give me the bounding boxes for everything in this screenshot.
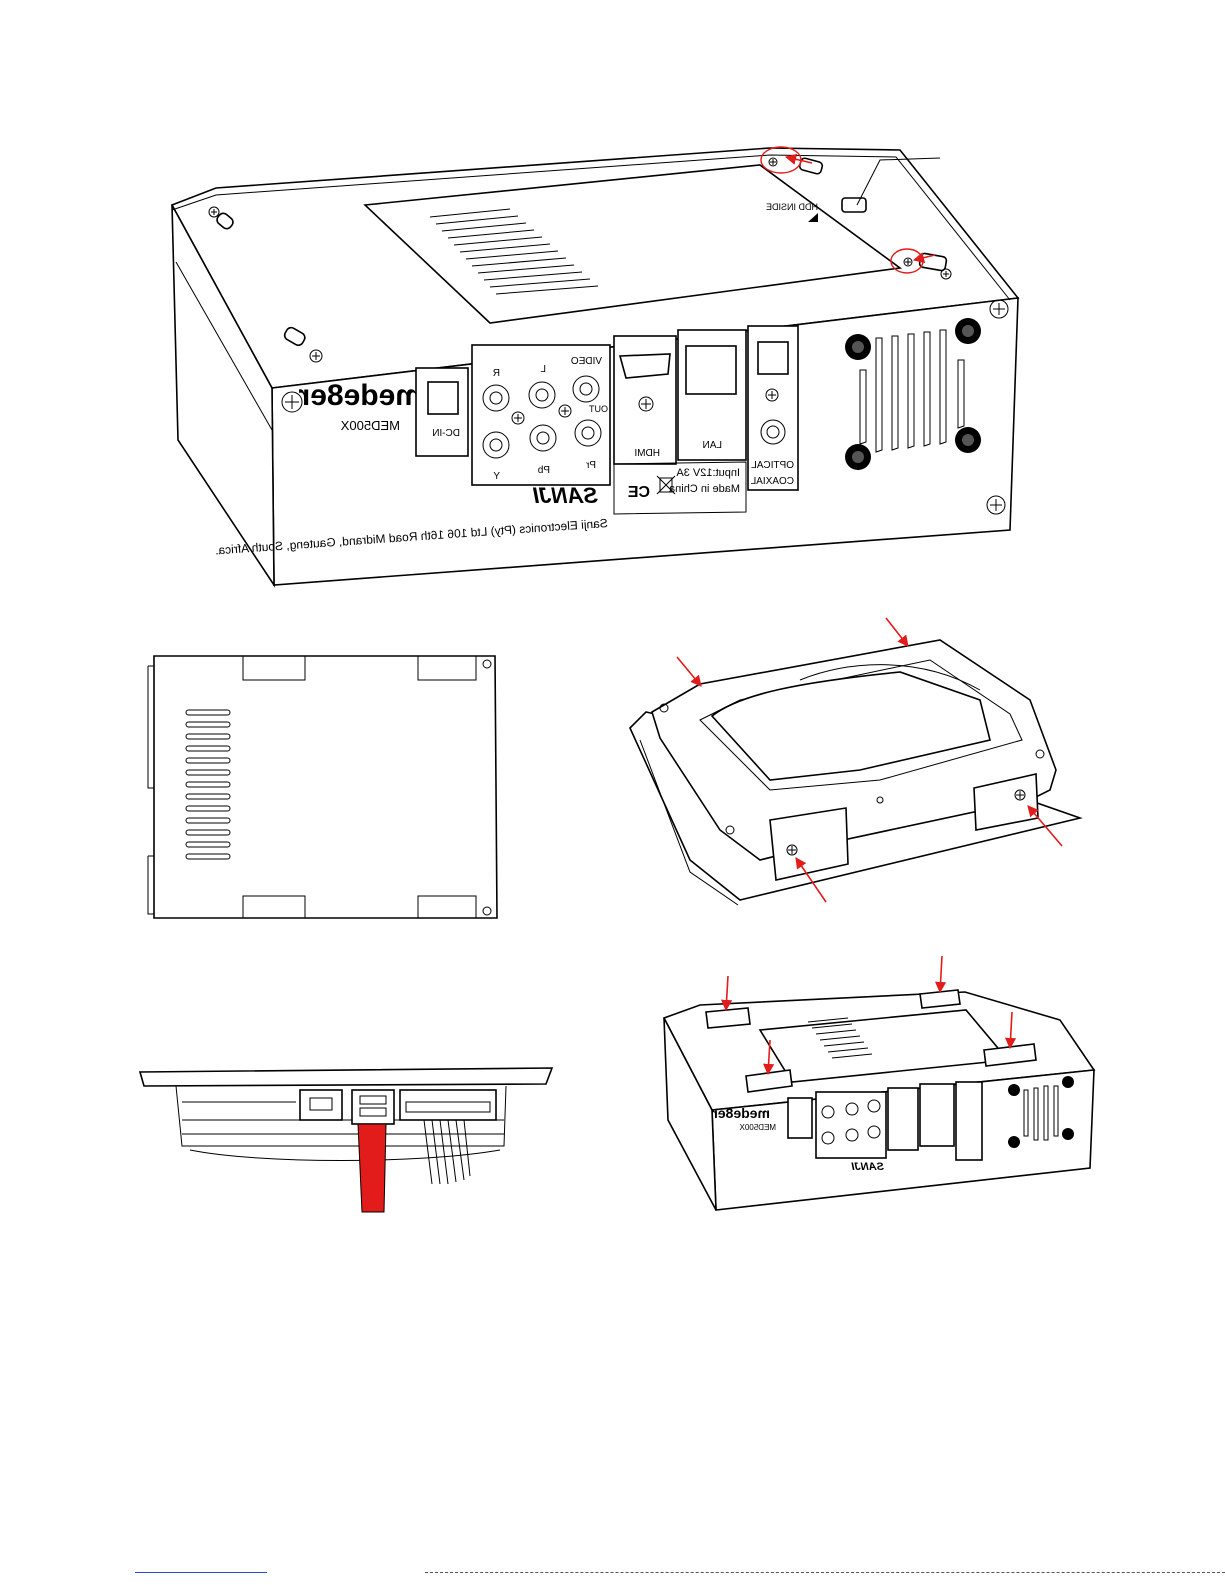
screw-icon — [787, 845, 797, 855]
brand-logo: mede8er — [298, 379, 422, 412]
rubber-foot-icon — [955, 318, 981, 344]
svg-text:mede8er: mede8er — [298, 379, 422, 412]
av-label-y: Y — [493, 471, 500, 482]
device-small-view: mede8er MED500X SANJI — [664, 956, 1094, 1210]
av-label-r: R — [493, 368, 500, 379]
rubber-foot-icon — [845, 334, 871, 360]
sata-data-connector — [352, 1090, 394, 1124]
av-label-pb: Pb — [537, 465, 550, 476]
rubber-foot-icon — [1008, 1084, 1020, 1096]
screw-arrow — [940, 956, 942, 992]
footer-link-underline[interactable] — [135, 1572, 267, 1574]
screw-arrow — [886, 618, 908, 646]
rubber-foot-icon — [955, 427, 981, 453]
ce-mark: CE — [627, 484, 650, 501]
latch-icon — [842, 198, 866, 212]
av-label-pr: Pr — [585, 460, 596, 471]
rubber-foot-icon — [1062, 1076, 1074, 1088]
hdd-bracket-assembly — [630, 618, 1080, 905]
maker-logo: SANJI — [532, 483, 598, 508]
optical-label: OPTICAL — [751, 460, 794, 471]
highlight-pad — [920, 990, 960, 1008]
device-main-view: HDD INSIDE mede8er MED500X DC-IN — [172, 147, 1018, 585]
screw-icon — [1015, 790, 1025, 800]
dc-in-panel-small — [788, 1098, 812, 1138]
sata-power-connector — [400, 1090, 496, 1120]
screw-icon — [904, 258, 912, 266]
hdd-side-view-cables — [140, 1068, 552, 1212]
screw-icon — [282, 392, 302, 412]
hdmi-port — [620, 354, 670, 378]
optical-panel-small — [956, 1082, 982, 1160]
hdd-cover-plate — [148, 656, 497, 918]
av-label-out: OUT — [589, 404, 609, 414]
maker-logo-small: SANJI — [851, 1161, 884, 1173]
model-label: MED500X — [340, 418, 400, 433]
highlight-pad — [706, 1008, 750, 1028]
av-panel-small — [816, 1092, 886, 1158]
screw-icon — [769, 158, 777, 166]
av-label-l: L — [540, 364, 546, 375]
rating-label: Input:12V 3A — [676, 467, 740, 479]
dc-in-jack — [428, 382, 458, 414]
lan-port — [686, 346, 736, 394]
rubber-foot-icon — [845, 444, 871, 470]
screw-icon — [639, 397, 653, 411]
rubber-foot-icon — [1062, 1128, 1074, 1140]
brand-logo-small: mede8er — [712, 1105, 770, 1121]
hdd-inside-label: HDD INSIDE — [766, 202, 818, 212]
coaxial-label: COAXIAL — [750, 476, 794, 487]
hdmi-label: HDMI — [634, 448, 660, 459]
screw-arrow — [677, 657, 701, 686]
av-label-video: VIDEO — [571, 356, 602, 367]
jumper-block — [300, 1090, 342, 1120]
rubber-foot-icon — [1008, 1136, 1020, 1148]
made-in-label: Made in China — [668, 483, 740, 495]
lan-panel-small — [920, 1084, 954, 1146]
footer-rule — [425, 1572, 1225, 1574]
optical-port — [758, 342, 788, 374]
dc-in-label: DC-IN — [432, 428, 460, 439]
model-label-small: MED500X — [739, 1123, 776, 1132]
sata-data-cable — [358, 1124, 386, 1212]
hdmi-panel-small — [888, 1088, 918, 1150]
lan-label: LAN — [703, 440, 722, 451]
